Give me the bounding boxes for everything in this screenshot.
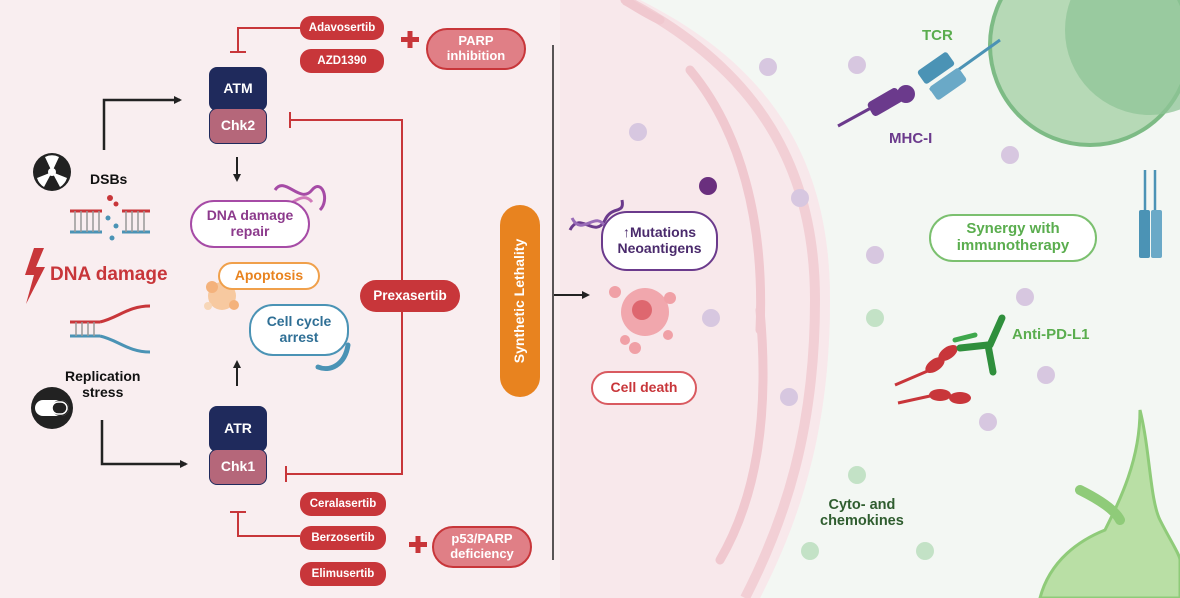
- tumor-cell-background: [560, 0, 830, 598]
- drug-prexasertib: Prexasertib: [360, 280, 460, 312]
- plus-sign-bottom: [409, 536, 427, 553]
- t-cell-nucleus: [1065, 0, 1180, 115]
- drug-elimusertib: Elimusertib: [300, 562, 386, 586]
- replication-fork-icon: [70, 304, 151, 354]
- dying-cell-icon: [609, 286, 676, 354]
- anti-pd-l1-label: Anti-PD-L1: [1012, 326, 1090, 343]
- mhc-i-molecule: [837, 85, 915, 128]
- dendritic-cell: [1038, 409, 1180, 598]
- atm-box: ATM: [209, 67, 267, 111]
- broken-dna-icon: [70, 195, 150, 241]
- outcome-cell-death: Cell death: [591, 371, 697, 405]
- drug-azd1390: AZD1390: [300, 49, 384, 73]
- dna-damage-label: DNA damage: [50, 264, 168, 285]
- pd-l1-molecule: [894, 345, 971, 405]
- cell-membrane: [622, 0, 821, 598]
- dsbs-label: DSBs: [90, 171, 128, 187]
- organelle-curve: [685, 65, 766, 335]
- drug-berzosertib: Berzosertib: [300, 526, 386, 550]
- organelle-curve: [620, 0, 665, 25]
- atr-box: ATR: [209, 406, 267, 452]
- cell-cycle-arrow-icon: [315, 342, 351, 371]
- anti-pd-l1-antibody: [952, 314, 1006, 376]
- mhc-i-label: MHC-I: [889, 130, 933, 147]
- radiation-icon: [33, 153, 71, 191]
- synthetic-lethality-bar: Synthetic Lethality: [500, 205, 540, 397]
- drug-ceralasertib: Ceralasertib: [300, 492, 386, 516]
- dendritic-cell-arm: [1075, 485, 1125, 525]
- chk1-box: Chk1: [209, 449, 267, 485]
- lightning-icon: [25, 248, 45, 304]
- pill-icon: [31, 387, 73, 429]
- organelle-curve: [715, 305, 768, 565]
- drug-adavosertib: Adavosertib: [300, 16, 384, 40]
- tcr-label: TCR: [922, 27, 953, 44]
- plus-sign-top: [401, 31, 419, 48]
- antigen-dots: [629, 56, 1055, 431]
- membrane-receptor: [1139, 170, 1162, 258]
- arrow-stress-to-atr: [100, 420, 188, 468]
- chk2-box: Chk2: [209, 108, 267, 144]
- synthetic-lethality-label: Synthetic Lethality: [511, 238, 528, 364]
- tcr-receptor: [917, 38, 1001, 100]
- outcome-apoptosis: Apoptosis: [218, 262, 320, 290]
- immune-space-background: [640, 0, 1180, 598]
- cytokine-dots: [801, 309, 934, 560]
- arrow-dsbs-to-atm: [102, 96, 182, 150]
